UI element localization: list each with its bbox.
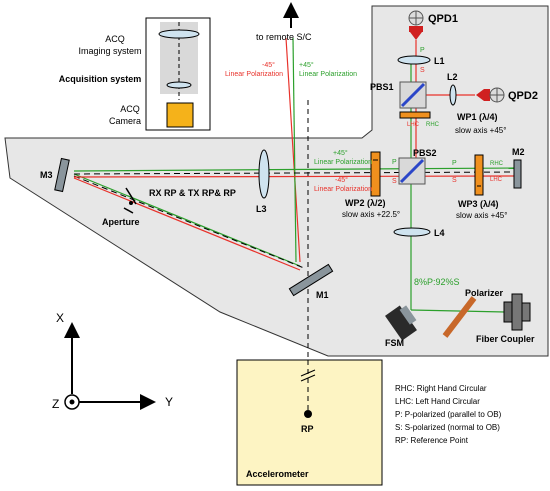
rx-tx-label: RX RP & TX RP& RP xyxy=(149,188,236,198)
legend-rhc: RHC: Right Hand Circular xyxy=(395,384,487,393)
wp2-label: WP2 (λ/2) xyxy=(345,198,386,208)
l4-label: L4 xyxy=(434,228,445,238)
legend-p: P: P-polarized (parallel to OB) xyxy=(395,410,502,419)
beam-green-fsm xyxy=(410,309,506,313)
qpd1-label: QPD1 xyxy=(428,13,458,25)
acq-lens-top xyxy=(158,29,200,39)
beam-green-m3-m1 xyxy=(73,173,301,267)
axis-z-label: Z xyxy=(52,397,59,411)
acq-camera-label-1: ACQ xyxy=(120,104,140,114)
wp1-label: WP1 (λ/4) xyxy=(457,112,498,122)
remote-label: to remote S/C xyxy=(256,32,312,42)
beam-lhc-label-top: LHC xyxy=(407,122,420,128)
aperture-label: Aperture xyxy=(102,217,140,227)
wp2-axis-label: slow axis +22.5° xyxy=(342,210,400,219)
break-mark-2 xyxy=(300,374,316,382)
beam-red-remote xyxy=(285,37,301,263)
l4-lens xyxy=(393,227,431,237)
wp1-axis-label: slow axis +45° xyxy=(455,126,506,135)
qpd2-detector xyxy=(476,87,505,103)
wp3-label: WP3 (λ/4) xyxy=(458,199,499,209)
pol-green-mid-line2: Linear Polarization xyxy=(314,159,372,166)
beam-black-m3-m1 xyxy=(73,175,305,269)
break-mark-1 xyxy=(300,369,316,377)
l2-label: L2 xyxy=(447,72,458,82)
fsm-label: FSM xyxy=(385,338,404,348)
fiber-coupler-label: Fiber Coupler xyxy=(476,334,535,344)
l1-lens xyxy=(397,55,431,65)
aperture-mark xyxy=(123,187,137,214)
beam-p-label-right: P xyxy=(452,160,457,167)
fsm-mirror xyxy=(385,305,417,341)
legend-lhc: LHC: Left Hand Circular xyxy=(395,397,480,406)
qpd1-detector xyxy=(408,10,424,40)
acq-camera xyxy=(166,102,194,128)
pol-green-mid-line1: +45° xyxy=(333,149,348,157)
polarizer-label: Polarizer xyxy=(465,288,504,298)
beam-green-horizontal xyxy=(73,167,516,172)
split-ratio-label: 8%P:92%S xyxy=(414,277,460,287)
remote-pol-green-line1: +45° xyxy=(299,61,314,69)
m3-label: M3 xyxy=(40,170,53,180)
pol-red-mid-line1: -45° xyxy=(335,176,348,184)
axis-x-label: X xyxy=(56,311,64,325)
polarizer-element xyxy=(442,296,477,338)
acq-lens-bottom xyxy=(166,81,192,89)
acq-imaging-label-2: Imaging system xyxy=(78,46,141,56)
accelerometer-label: Accelerometer xyxy=(246,469,309,479)
l2-lens xyxy=(449,84,457,106)
m2-mirror xyxy=(513,159,522,189)
l1-label: L1 xyxy=(434,56,445,66)
beam-s-label-right: S xyxy=(452,177,457,184)
acq-imaging-label-1: ACQ xyxy=(105,34,125,44)
m1-mirror xyxy=(288,263,334,297)
wp3-axis-label: slow axis +45° xyxy=(456,211,507,220)
accelerometer-box xyxy=(236,359,383,486)
beam-green-remote xyxy=(292,37,297,263)
remote-pol-red-line2: Linear Polarization xyxy=(225,71,283,78)
beam-red-horizontal xyxy=(73,175,516,178)
fiber-coupler-device xyxy=(503,293,531,331)
l3-lens xyxy=(258,149,270,199)
legend-rp: RP: Reference Point xyxy=(395,436,469,445)
beam-lhc-label-right: LHC xyxy=(490,177,503,183)
pbs2-splitter-surface xyxy=(399,158,425,184)
m1-label: M1 xyxy=(316,290,329,300)
beam-black-horizontal xyxy=(73,171,516,175)
pbs1-splitter-surface xyxy=(400,82,426,108)
qpd2-label: QPD2 xyxy=(508,90,538,102)
beam-s-label-mid: S xyxy=(392,178,397,185)
l3-label: L3 xyxy=(256,204,267,214)
remote-pol-green-line2: Linear Polarization xyxy=(299,71,357,78)
wp1-waveplate xyxy=(399,111,431,119)
coordinate-axes xyxy=(64,322,156,410)
axis-y-label: Y xyxy=(165,395,173,409)
beam-rhc-label-top: RHC xyxy=(426,122,440,128)
m3-mirror xyxy=(54,157,70,193)
acq-camera-label-2: Camera xyxy=(109,116,141,126)
pbs1-label: PBS1 xyxy=(370,82,394,92)
beam-rhc-label-right: RHC xyxy=(490,161,504,167)
rp-label: RP xyxy=(301,424,314,434)
acq-system-label: Acquisition system xyxy=(59,74,142,84)
beam-p-label-top: P xyxy=(420,47,425,54)
beam-red-m3-m1 xyxy=(73,177,301,271)
reference-point-dot xyxy=(304,410,312,418)
pbs2-label: PBS2 xyxy=(413,148,437,158)
m2-label: M2 xyxy=(512,147,525,157)
wp3-waveplate xyxy=(474,154,484,196)
wp2-waveplate xyxy=(370,151,381,197)
legend-s: S: S-polarized (normal to OB) xyxy=(395,423,500,432)
beam-p-label-mid: P xyxy=(392,159,397,166)
pol-red-mid-line2: Linear Polarization xyxy=(314,186,372,193)
beam-s-label-top: S xyxy=(420,67,425,74)
remote-pol-red-line1: -45° xyxy=(262,61,275,69)
